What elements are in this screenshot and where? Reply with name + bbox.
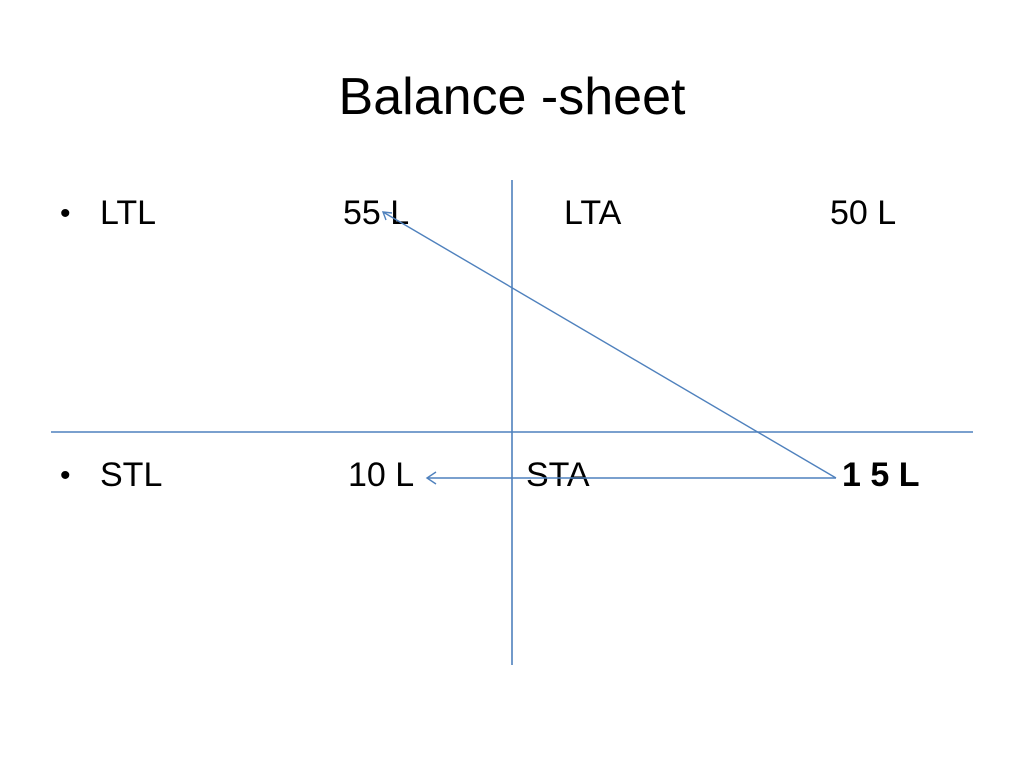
ltl-label: LTL [100,194,157,232]
arrow-to-ltl-value-icon [381,211,837,479]
lta-value: 50 L [830,194,897,232]
lta-label: LTA [564,194,622,232]
bullet-icon: • [60,197,71,230]
ltl-value: 55 L [343,194,410,232]
stl-value: 10 L [348,456,415,494]
bullet-icon: • [60,459,71,492]
stl-label: STL [100,456,163,494]
slide-title: Balance -sheet [338,68,686,126]
arrow-to-stl-value-icon [425,471,836,485]
sta-value: 1 5 L [842,456,920,494]
sta-label: STA [526,456,590,494]
